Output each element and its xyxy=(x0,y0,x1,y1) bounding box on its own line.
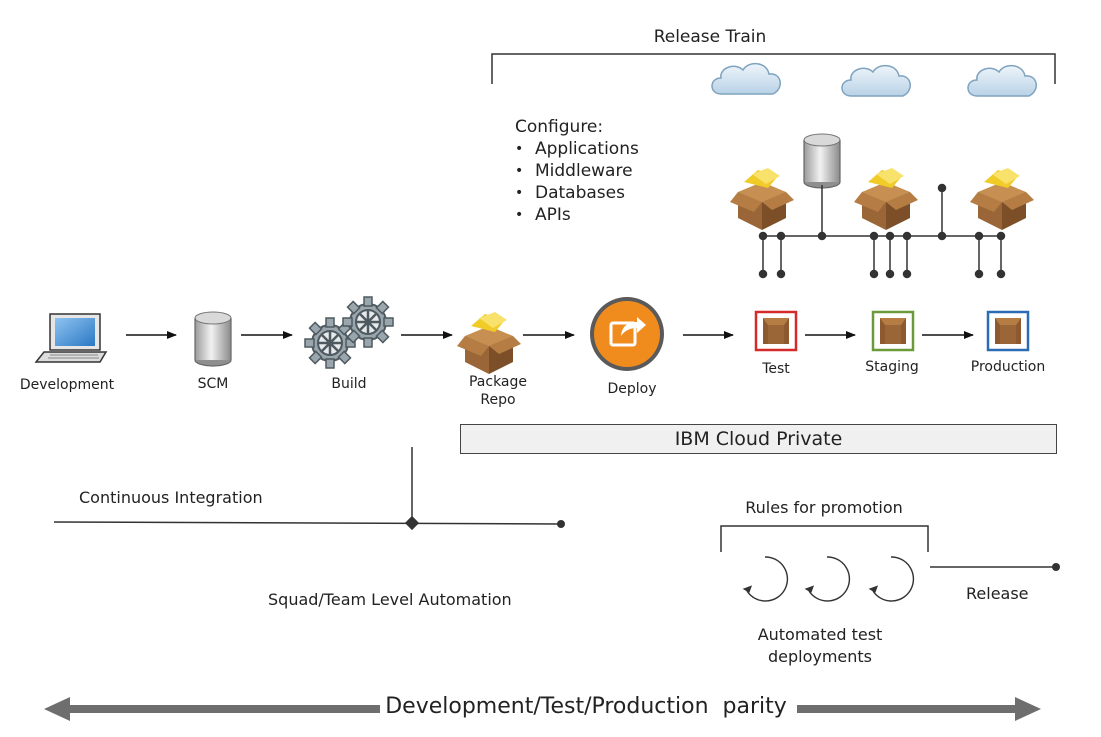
configure-item: Middleware xyxy=(515,160,639,182)
package-repo-label: Package Repo xyxy=(468,374,528,408)
ci-end-dot xyxy=(557,520,565,528)
build-label: Build xyxy=(331,376,367,392)
configure-list: Configure: Applications Middleware Datab… xyxy=(515,116,639,226)
ibm-cloud-private-label: IBM Cloud Private xyxy=(674,428,843,450)
laptop-icon xyxy=(34,313,108,363)
production-environment-box xyxy=(986,310,1030,352)
cloud-icon xyxy=(841,64,911,97)
package-box-icon xyxy=(970,168,1034,230)
parity-arrow xyxy=(44,697,1041,721)
deploy-share-icon xyxy=(590,297,664,371)
release-end-dot xyxy=(1052,563,1060,571)
test-label: Test xyxy=(762,361,790,377)
cycle-icon xyxy=(803,556,851,602)
deploy-label: Deploy xyxy=(607,381,657,397)
release-train-bracket xyxy=(491,53,1056,84)
ci-timeline xyxy=(53,447,562,525)
package-box-icon xyxy=(730,168,794,230)
database-cylinder-icon xyxy=(803,133,841,189)
test-environment-box xyxy=(754,310,798,352)
scm-label: SCM xyxy=(197,376,229,392)
configure-item: APIs xyxy=(515,204,639,226)
rules-for-promotion-label: Rules for promotion xyxy=(745,498,903,517)
release-label: Release xyxy=(966,584,1029,603)
continuous-integration-label: Continuous Integration xyxy=(79,488,263,507)
package-box-icon xyxy=(854,168,918,230)
cloud-icon xyxy=(711,62,781,95)
gears-icon xyxy=(303,295,395,370)
rules-bracket xyxy=(720,525,929,552)
database-cylinder-icon xyxy=(194,311,232,367)
ibm-cloud-private-bar: IBM Cloud Private xyxy=(460,424,1057,454)
staging-environment-box xyxy=(871,310,915,352)
ci-junction-diamond xyxy=(404,515,420,531)
configure-item: Databases xyxy=(515,182,639,204)
cycle-icon xyxy=(741,556,789,602)
parity-label: Development/Test/Production parity xyxy=(385,694,787,719)
squad-automation-label: Squad/Team Level Automation xyxy=(268,590,512,609)
configure-heading: Configure: xyxy=(515,117,604,137)
development-label: Development xyxy=(19,377,115,393)
configure-item: Applications xyxy=(515,138,639,160)
staging-label: Staging xyxy=(865,359,919,375)
package-box-icon xyxy=(457,312,521,374)
environment-connector-network xyxy=(758,183,1006,279)
cycle-icon xyxy=(867,556,915,602)
automated-test-deployments-label: Automated test deployments xyxy=(757,625,883,666)
cloud-icon xyxy=(967,64,1037,97)
release-train-label: Release Train xyxy=(653,27,767,47)
production-label: Production xyxy=(970,359,1046,375)
